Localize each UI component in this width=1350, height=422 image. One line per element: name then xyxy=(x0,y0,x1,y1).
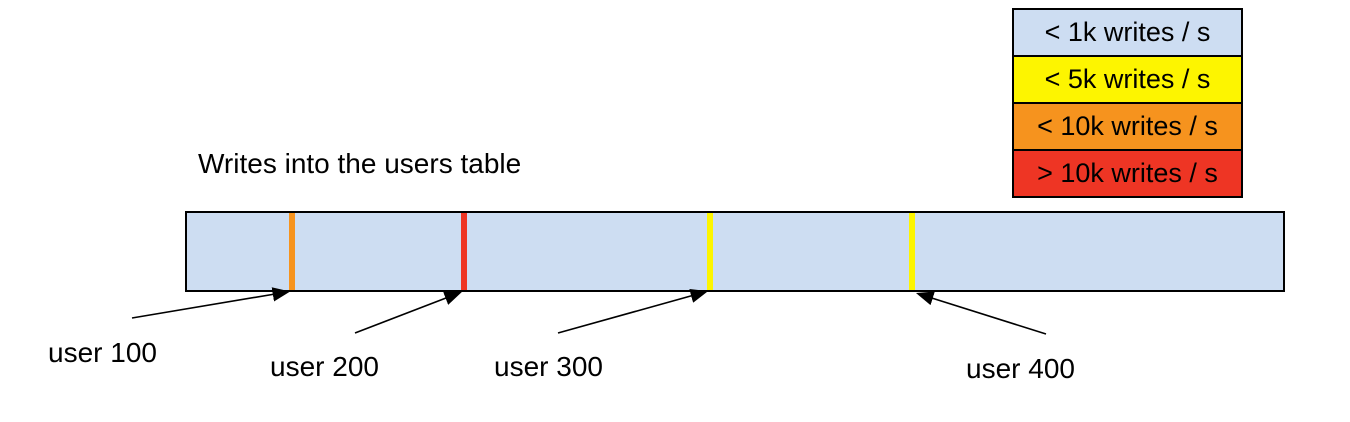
arrow-user-100 xyxy=(131,287,291,319)
diagram-title: Writes into the users table xyxy=(198,148,522,179)
legend-item-label: < 10k writes / s xyxy=(1037,111,1218,141)
legend-item-label: > 10k writes / s xyxy=(1037,158,1218,188)
legend-item-gt-10k: > 10k writes / s xyxy=(1014,151,1241,196)
write-stripe-user-200 xyxy=(461,213,467,290)
write-stripe-user-400 xyxy=(909,213,915,290)
legend-item-label: < 5k writes / s xyxy=(1044,64,1211,94)
legend: < 1k writes / s < 5k writes / s < 10k wr… xyxy=(1012,8,1243,198)
write-stripe-user-300 xyxy=(707,213,713,290)
label-user-300: user 300 xyxy=(494,351,603,382)
users-table-bar xyxy=(185,211,1285,292)
write-stripe-user-100 xyxy=(289,213,295,290)
legend-item-label: < 1k writes / s xyxy=(1044,17,1211,47)
label-user-100: user 100 xyxy=(48,337,157,368)
legend-item-lt-1k: < 1k writes / s xyxy=(1014,10,1241,57)
label-user-200: user 200 xyxy=(270,351,379,382)
legend-item-lt-5k: < 5k writes / s xyxy=(1014,57,1241,104)
arrow-user-400 xyxy=(915,291,1047,335)
arrow-user-200 xyxy=(354,291,462,334)
legend-item-lt-10k: < 10k writes / s xyxy=(1014,104,1241,151)
arrow-user-300 xyxy=(557,288,709,334)
label-user-400: user 400 xyxy=(966,353,1075,384)
